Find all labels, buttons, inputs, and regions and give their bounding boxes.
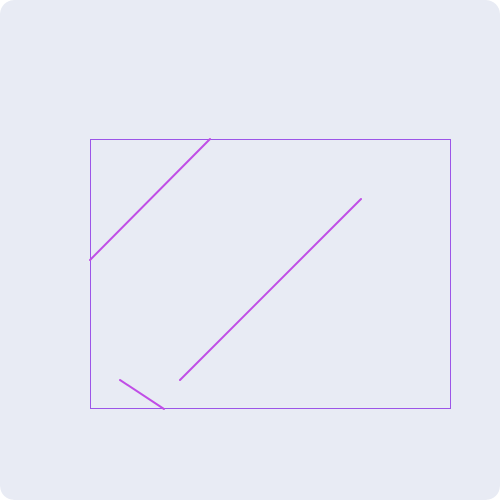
- rectangle-frame: [90, 139, 451, 409]
- line-segment-bottom-left: [119, 379, 165, 410]
- line-segment-diagonal: [179, 198, 362, 381]
- line-segment-top-left: [89, 138, 211, 261]
